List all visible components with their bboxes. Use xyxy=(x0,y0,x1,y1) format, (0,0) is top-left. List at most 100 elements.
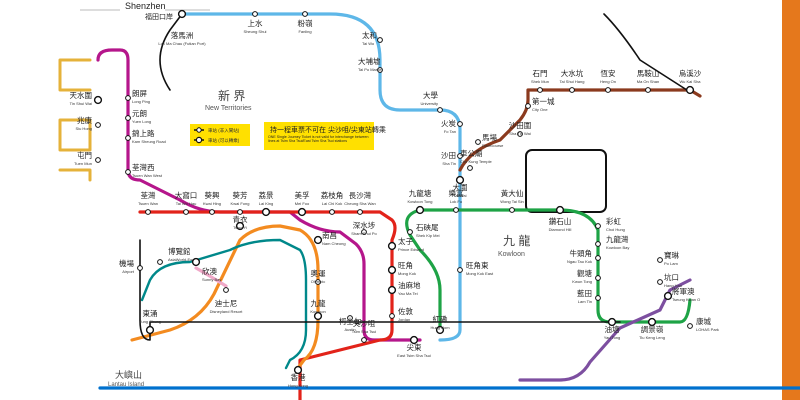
station-name-zh: 元朗 xyxy=(132,108,147,118)
legend-item2-zh: 車站 (可以轉乘) xyxy=(208,137,240,144)
station-name-zh: 紅磡 xyxy=(433,314,448,324)
station-name-zh: 車公廟 xyxy=(460,148,483,158)
station-marker xyxy=(647,317,657,327)
legend-box xyxy=(190,124,250,146)
station-name-zh: 牛頭角 xyxy=(570,248,593,258)
station-name-zh: 尖沙咀 xyxy=(353,318,376,328)
station-name-zh: 樂富 xyxy=(449,188,464,198)
station-marker xyxy=(453,207,459,213)
station-name-en: Kowloon Bay xyxy=(606,245,629,250)
station-name-en: Tsuen Wan West xyxy=(132,173,163,178)
station-name-zh: 欣澳 xyxy=(202,266,217,276)
station-name-en: Yau Tong xyxy=(604,335,621,340)
station-marker xyxy=(145,209,151,215)
station-name-en: Ngau Tau Kok xyxy=(567,259,592,264)
station-name-en: Sheung Shui xyxy=(244,29,267,34)
station-marker xyxy=(607,317,617,327)
station-marker xyxy=(125,135,131,141)
station-name-zh: 葵興 xyxy=(205,190,220,200)
station-marker xyxy=(302,11,308,17)
station-marker xyxy=(389,313,395,319)
station-name-zh: 鑽石山 xyxy=(549,216,572,226)
station-marker xyxy=(145,325,155,335)
station-marker xyxy=(685,85,695,95)
station-name-zh: 黃大仙 xyxy=(501,188,524,198)
station-name-en: Hang Hau xyxy=(664,283,682,288)
station-name-en: Kwai Hing xyxy=(203,201,221,206)
station-name-zh: 石硤尾 xyxy=(416,222,439,232)
station-marker xyxy=(435,325,445,335)
station-name-zh: 第一城 xyxy=(532,96,555,106)
station-marker xyxy=(595,241,601,247)
station-name-zh: 太子 xyxy=(398,236,413,246)
station-marker xyxy=(125,169,131,175)
station-name-zh: 將軍澳 xyxy=(672,286,695,296)
station-marker xyxy=(157,259,163,265)
station-marker xyxy=(409,335,419,345)
station-name-zh: 南昌 xyxy=(322,230,337,240)
station-name-zh: 觀塘 xyxy=(577,268,592,278)
station-name-en: Tin Shui Wai xyxy=(70,101,92,106)
station-name-en: Tsing Yi xyxy=(233,225,247,230)
station-marker xyxy=(657,279,663,285)
station-name-en: Heng On xyxy=(600,79,616,84)
station-name-en: Lam Tin xyxy=(578,299,592,304)
district-kowloon-en: Kowloon xyxy=(498,251,525,258)
station-name-en: Fo Tan xyxy=(444,129,456,134)
station-name-zh: 旺角東 xyxy=(466,260,489,270)
light-rail-line xyxy=(58,58,92,182)
station-marker xyxy=(237,209,243,215)
station-name-zh: 恆安 xyxy=(601,68,616,78)
station-name-zh: 迪士尼 xyxy=(215,298,238,308)
station-marker xyxy=(177,9,187,19)
station-name-en: Tai Po Market xyxy=(358,67,383,72)
station-marker xyxy=(361,229,367,235)
station-name-en: Long Ping xyxy=(132,99,150,104)
station-name-en: Lok Ma Chau (Futian Port) xyxy=(158,41,206,46)
west-rail-line xyxy=(96,48,422,342)
disneyland-line xyxy=(194,266,228,288)
station-name-en: Sha Tin xyxy=(442,161,456,166)
airport-express-line xyxy=(140,238,308,370)
station-marker xyxy=(457,121,463,127)
station-name-zh: 旺角 xyxy=(398,260,413,270)
station-marker xyxy=(377,67,383,73)
station-name-en: Racecourse xyxy=(482,143,504,148)
station-name-zh: 彩虹 xyxy=(606,216,621,226)
station-name-en: Lai King xyxy=(259,201,273,206)
station-marker xyxy=(517,131,523,137)
station-name-en: Hung Hom xyxy=(430,325,450,330)
station-name-en: Tung Chung xyxy=(139,319,161,324)
station-marker xyxy=(297,207,307,217)
station-marker xyxy=(315,279,321,285)
station-name-zh: 荃灣 xyxy=(141,190,156,200)
station-name-zh: 康城 xyxy=(696,316,711,326)
station-name-zh: 尖東 xyxy=(407,342,422,352)
station-name-zh: 美孚 xyxy=(295,190,310,200)
station-marker xyxy=(377,37,383,43)
station-marker xyxy=(357,209,363,215)
